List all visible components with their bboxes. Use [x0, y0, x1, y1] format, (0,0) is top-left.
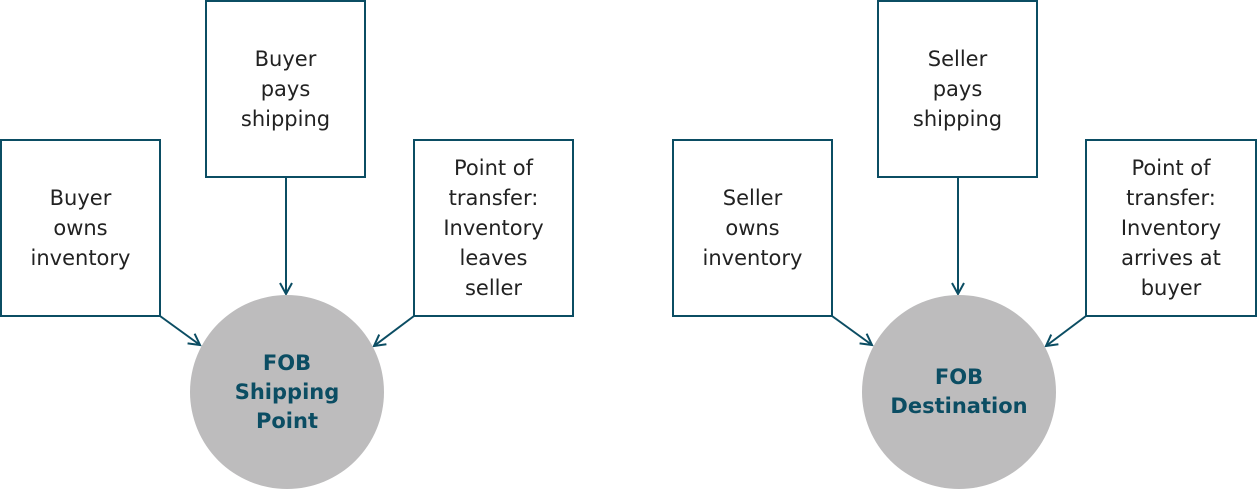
left-center-label: FOB Shipping Point: [234, 350, 340, 433]
left-left-box-label: Buyer owns inventory: [30, 186, 131, 270]
left-top-box-label: Buyer pays shipping: [240, 47, 331, 131]
arrow-right-right: [1046, 315, 1087, 346]
right-left-box-label: Seller owns inventory: [702, 186, 803, 270]
left-top-box: Buyer pays shipping: [205, 0, 366, 178]
left-right-box: Point of transfer: Inventory leaves sell…: [413, 139, 574, 317]
left-right-box-label: Point of transfer: Inventory leaves sell…: [443, 156, 544, 300]
arrow-left-right: [374, 315, 415, 346]
right-center-circle: FOB Destination: [862, 295, 1056, 489]
right-top-box-label: Seller pays shipping: [912, 47, 1003, 131]
right-left-box: Seller owns inventory: [672, 139, 833, 317]
right-right-box: Point of transfer: Inventory arrives at …: [1085, 139, 1257, 317]
left-center-circle: FOB Shipping Point: [190, 295, 384, 489]
left-left-box: Buyer owns inventory: [0, 139, 161, 317]
right-center-label: FOB Destination: [890, 365, 1028, 418]
right-top-box: Seller pays shipping: [877, 0, 1038, 178]
arrow-left-left: [159, 315, 200, 345]
right-right-box-label: Point of transfer: Inventory arrives at …: [1120, 156, 1222, 300]
arrow-right-left: [831, 315, 872, 345]
